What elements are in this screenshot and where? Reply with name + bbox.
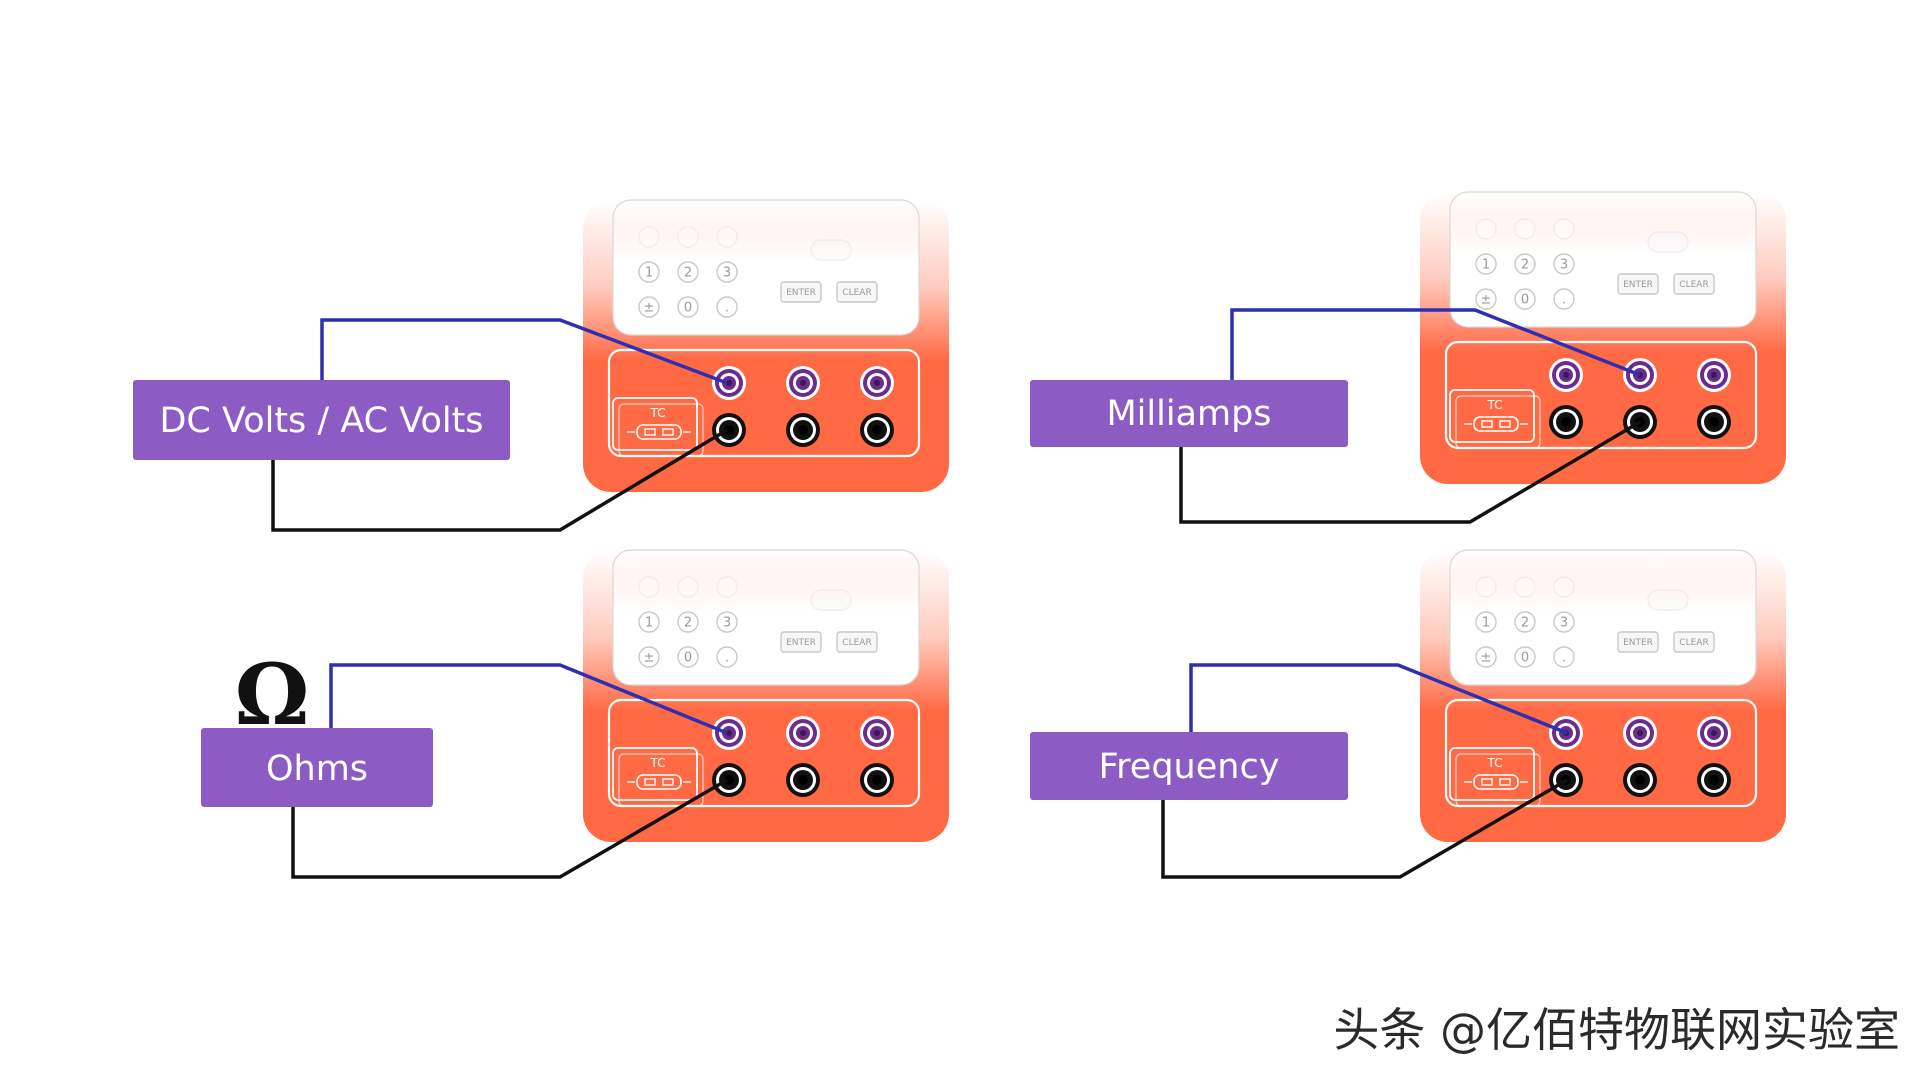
panel-frequency: Frequency — [1030, 548, 1788, 879]
red-test-lead — [320, 318, 728, 385]
mode-label: Ohms — [266, 749, 368, 789]
omega-icon: Ω — [235, 645, 310, 744]
red-test-lead — [1189, 663, 1568, 735]
panel-dc-ac-volts: DC Volts / AC Volts — [133, 198, 951, 532]
mode-label: Frequency — [1099, 747, 1280, 787]
black-test-lead — [291, 778, 728, 879]
black-test-lead — [1161, 778, 1568, 879]
mode-label-box — [133, 380, 510, 460]
red-test-lead — [1230, 308, 1641, 380]
black-test-lead — [271, 428, 728, 532]
calibrator-device — [581, 198, 951, 494]
mode-label-box — [201, 728, 433, 807]
black-test-lead — [1179, 420, 1641, 524]
mode-label: DC Volts / AC Volts — [159, 401, 483, 441]
mode-label: Milliamps — [1106, 394, 1271, 434]
watermark-text: 头条 @亿佰特物联网实验室 — [1333, 1003, 1900, 1057]
panel-milliamps: Milliamps — [1030, 190, 1788, 524]
mode-label-box — [1030, 732, 1348, 800]
panel-ohms: Ohms Ω — [201, 548, 951, 879]
calibrator-device — [1418, 190, 1788, 486]
mode-label-box — [1030, 380, 1348, 447]
red-test-lead — [329, 663, 728, 735]
